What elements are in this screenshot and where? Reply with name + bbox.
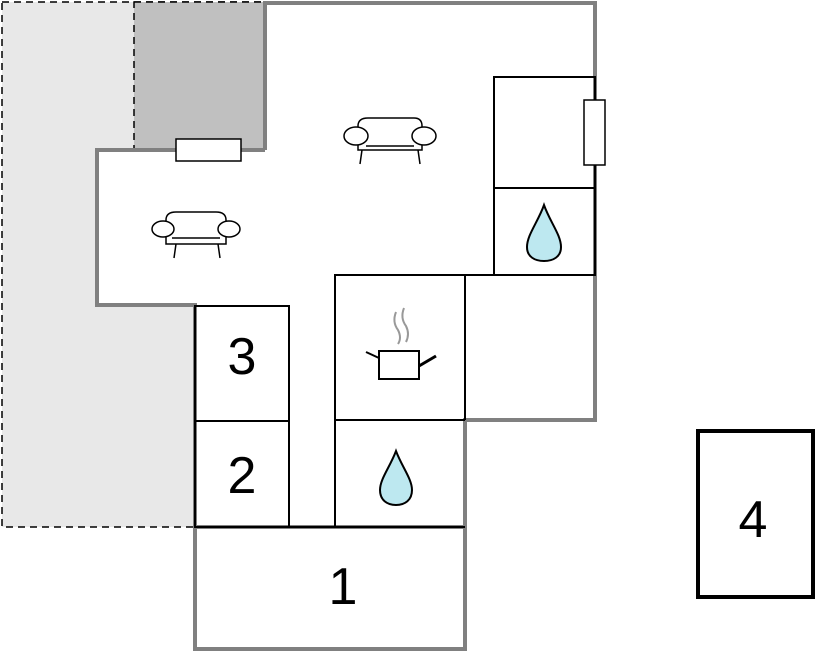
covered-terrace-area xyxy=(133,1,266,151)
room-label-2: 2 xyxy=(228,447,257,505)
water-drop-icon xyxy=(525,201,563,263)
room-label-1: 1 xyxy=(329,558,358,616)
room-4-area xyxy=(696,429,815,599)
cooking-pot-icon xyxy=(365,307,437,380)
house-interior xyxy=(97,3,595,527)
room-label-3: 3 xyxy=(228,328,257,386)
room-label-4: 4 xyxy=(739,491,768,549)
water-drop-icon xyxy=(378,448,414,507)
sofa-icon xyxy=(343,117,437,165)
room-1-area xyxy=(193,525,467,651)
window-right xyxy=(583,99,606,166)
window-top xyxy=(175,138,242,162)
armchair-icon xyxy=(151,211,241,259)
